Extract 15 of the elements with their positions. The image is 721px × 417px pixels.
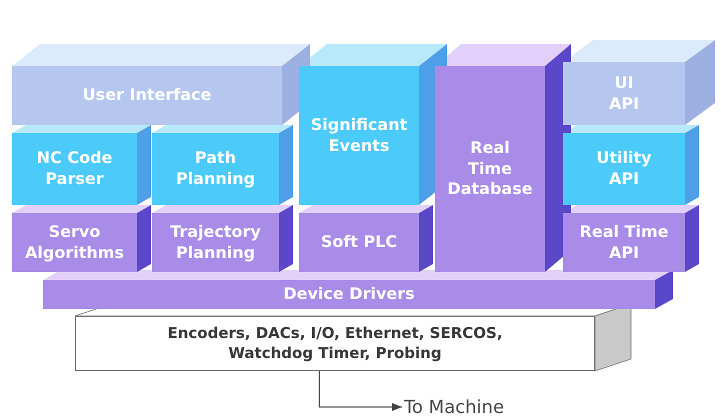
software-layer-block: Real Time API [563,213,685,272]
connector-arrow [318,371,402,411]
software-layer-block: UI API [563,62,685,125]
hardware-layer-block: Encoders, DACs, I/O, Ethernet, SERCOS, Watchdog Timer, Probing [75,316,595,371]
software-layer-block: Soft PLC [299,213,419,272]
software-layer-block: Device Drivers [43,280,655,309]
software-layer-block: Real Time Database [435,66,545,272]
software-layer-block: Utility API [563,133,685,205]
software-layer-block: Servo Algorithms [12,213,137,272]
software-layer-block: Path Planning [152,133,279,205]
software-layer-block: NC Code Parser [12,133,137,205]
software-layer-block: Significant Events [299,66,419,205]
output-label: To Machine [404,396,504,417]
software-layer-block: Trajectory Planning [152,213,279,272]
software-layer-block: User Interface [12,66,282,125]
